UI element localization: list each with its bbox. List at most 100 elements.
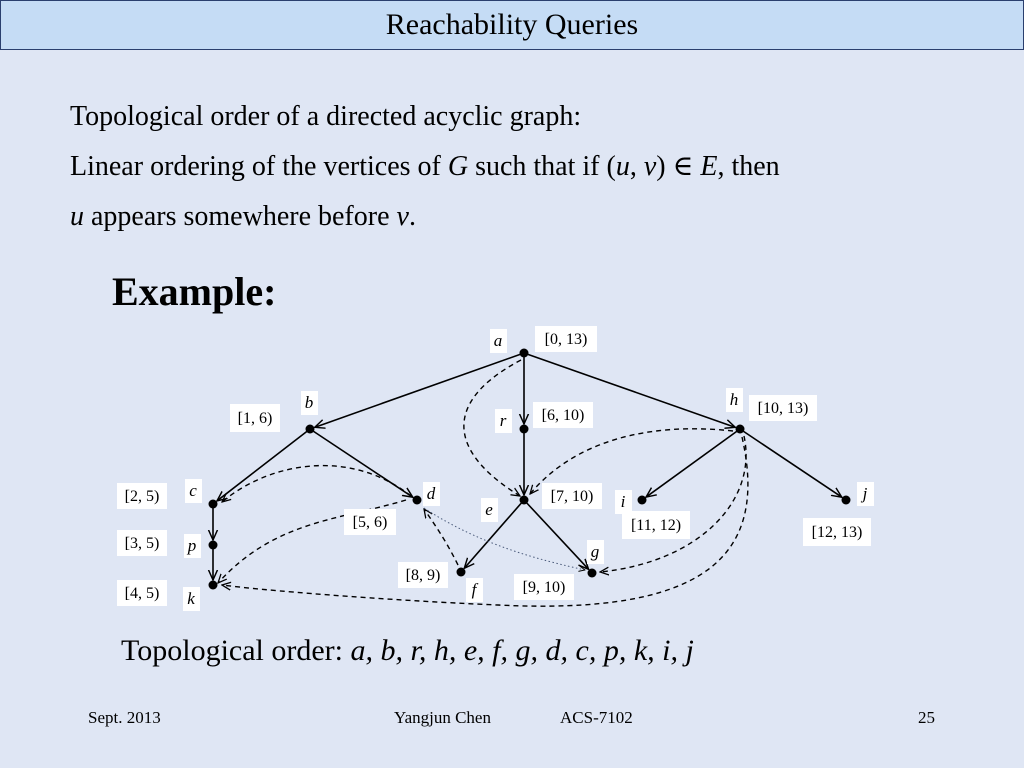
definition-text: Topological order of a directed acyclic … — [70, 92, 970, 242]
interval-box-i — [622, 511, 690, 539]
example-heading: Example: — [112, 269, 277, 314]
interval-box-r — [533, 402, 593, 428]
def-edge-set-symbol: E — [700, 151, 718, 182]
node-label-box-e — [481, 498, 498, 522]
node-label-box-h — [726, 388, 743, 412]
non-tree-edge-d-c — [222, 464, 412, 502]
interval-box-d — [344, 509, 396, 535]
node-label-a: a — [494, 331, 503, 350]
non-tree-edge-a-e — [463, 359, 521, 496]
def-text: . — [408, 201, 416, 232]
tree-edge-a-b — [315, 352, 525, 427]
tree-edge-b-d — [309, 428, 413, 497]
node-f — [456, 567, 466, 577]
node-i — [637, 495, 647, 505]
interval-label-k: [4, 5) — [125, 585, 160, 602]
interval-box-k — [117, 580, 167, 606]
def-text: ) — [656, 151, 673, 182]
tree-edge-b-c — [217, 428, 311, 501]
interval-label-r: [6, 10) — [542, 407, 585, 424]
interval-box-p — [117, 530, 167, 556]
footer-date: Sept. 2013 — [88, 708, 161, 727]
tree-edge-e-g — [523, 499, 589, 569]
node-label-box-r — [495, 409, 512, 433]
node-label-b: b — [305, 393, 314, 412]
slide-title: Reachability Queries — [385, 8, 639, 41]
def-text: , then — [717, 151, 780, 182]
interval-box-a — [535, 326, 597, 352]
node-label-box-b — [301, 391, 318, 415]
topological-order: Topological order: a, b, r, h, e, f, g, … — [121, 634, 694, 668]
def-graph-symbol: G — [447, 151, 469, 182]
node-label-i: i — [621, 492, 626, 511]
node-b — [305, 424, 315, 434]
def-text: appears somewhere before — [84, 201, 397, 232]
interval-box-f — [398, 562, 448, 588]
node-label-box-g — [587, 540, 604, 564]
node-c — [208, 499, 218, 509]
interval-box-b — [230, 404, 280, 432]
node-label-p: p — [187, 536, 197, 555]
node-label-box-i — [615, 490, 632, 514]
interval-label-b: [1, 6) — [238, 410, 273, 427]
footer-page-number: 25 — [918, 708, 935, 727]
topological-order-sequence: a, b, r, h, e, f, g, d, c, p, k, i, j — [350, 634, 694, 667]
element-of-symbol: ∈ — [672, 151, 694, 182]
dotted-edge-d-g — [423, 507, 585, 570]
node-d — [412, 495, 422, 505]
interval-label-i: [11, 12) — [631, 517, 681, 534]
node-label-d: d — [427, 484, 436, 503]
node-g — [587, 568, 597, 578]
interval-label-j: [12, 13) — [812, 524, 863, 541]
node-label-e: e — [485, 500, 493, 519]
def-text: Linear ordering of the vertices of — [70, 151, 448, 182]
non-tree-edge-f-d — [424, 509, 459, 566]
interval-box-h — [749, 395, 817, 421]
node-label-f: f — [472, 580, 479, 599]
definition-line-1: Topological order of a directed acyclic … — [70, 92, 970, 142]
definition-line-1-text: Topological order of a directed acyclic … — [70, 101, 582, 132]
node-h — [735, 424, 745, 434]
non-tree-edge-h-k — [222, 436, 749, 607]
slide-title-bar: Reachability Queries — [0, 0, 1024, 50]
interval-label-e: [7, 10) — [551, 488, 594, 505]
node-label-box-k — [183, 587, 200, 611]
node-e — [519, 495, 529, 505]
node-r — [519, 424, 529, 434]
node-label-j: j — [861, 484, 868, 503]
interval-label-h: [10, 13) — [758, 400, 809, 417]
footer-course: ACS-7102 — [560, 708, 633, 727]
footer-author: Yangjun Chen — [394, 708, 491, 727]
definition-line-3: u appears somewhere before v. — [70, 192, 970, 242]
interval-label-f: [8, 9) — [406, 567, 441, 584]
node-label-box-d — [423, 482, 440, 506]
non-tree-edge-h-e — [530, 428, 734, 494]
def-u-symbol: u — [70, 201, 84, 232]
interval-box-j — [803, 518, 871, 546]
non-tree-edge-d-k — [218, 499, 407, 583]
tree-edge-h-j — [739, 428, 842, 497]
node-label-k: k — [187, 589, 195, 608]
node-label-c: c — [189, 481, 197, 500]
interval-box-e — [542, 483, 602, 509]
interval-label-d: [5, 6) — [353, 514, 388, 531]
tree-edge-a-h — [523, 352, 735, 427]
interval-box-g — [514, 574, 574, 600]
node-label-h: h — [730, 390, 739, 409]
node-a — [519, 348, 529, 358]
def-v-symbol: v — [396, 201, 409, 232]
interval-label-a: [0, 13) — [545, 331, 588, 348]
tree-edge-h-i — [646, 428, 741, 497]
interval-label-p: [3, 5) — [125, 535, 160, 552]
node-k — [208, 580, 218, 590]
interval-label-c: [2, 5) — [125, 488, 160, 505]
node-label-box-c — [185, 479, 202, 503]
node-p — [208, 540, 218, 550]
topological-order-prefix: Topological order: — [121, 634, 351, 667]
node-label-r: r — [500, 411, 507, 430]
def-u-symbol: u — [615, 151, 630, 182]
node-label-g: g — [591, 542, 600, 561]
def-text: , — [629, 151, 644, 182]
node-label-box-f — [466, 578, 483, 602]
